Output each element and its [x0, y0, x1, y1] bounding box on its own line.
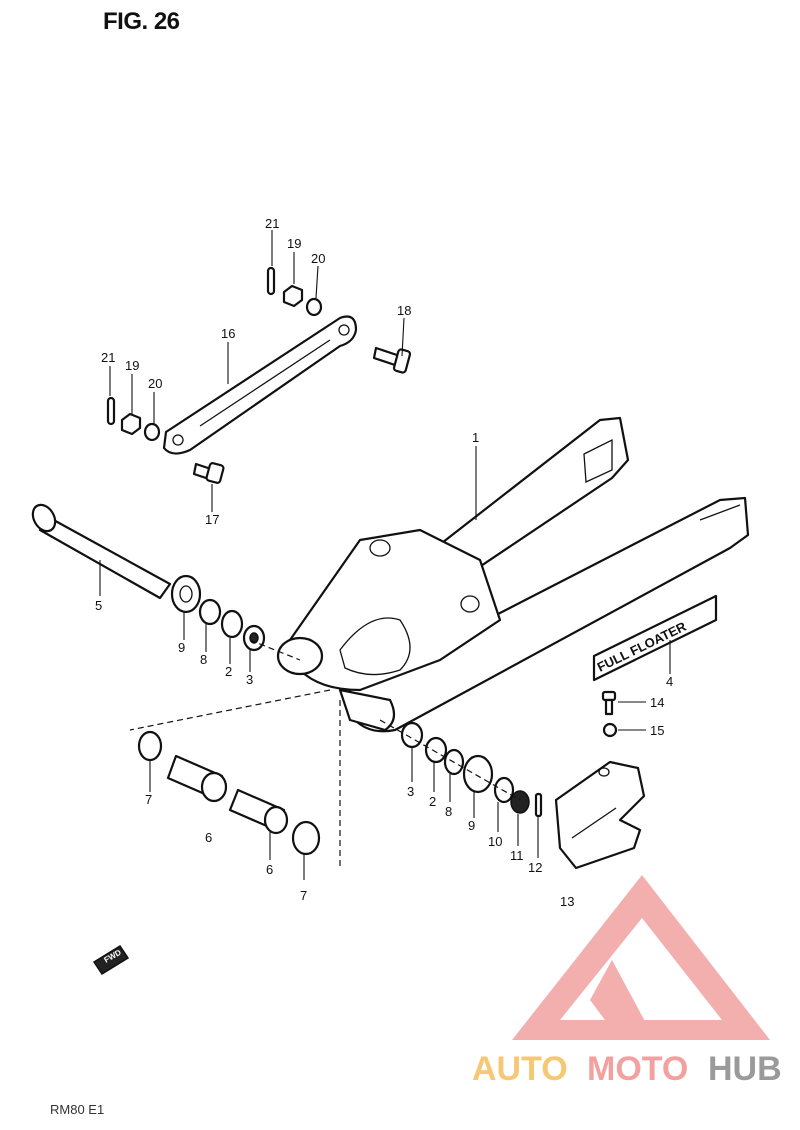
callout-19-upper: 19 [287, 236, 301, 251]
bearing-2-right [424, 736, 448, 764]
callout-11: 11 [510, 848, 524, 863]
bolt-18 [372, 346, 412, 374]
callout-20-upper: 20 [311, 251, 325, 266]
chain-buffer [554, 760, 646, 870]
callout-3-right: 3 [407, 784, 414, 799]
figure-title: FIG. 26 [103, 8, 180, 35]
watermark-hub: HUB [708, 1050, 782, 1088]
callout-3-left: 3 [246, 672, 253, 687]
spacer-6-right [228, 788, 289, 835]
callout-15: 15 [650, 723, 664, 738]
nut-15 [602, 722, 618, 738]
callout-19-lower: 19 [125, 358, 139, 373]
callout-9-left: 9 [178, 640, 185, 655]
bolt-14 [601, 690, 617, 716]
leader-lines [99, 230, 671, 880]
washer-8-left [198, 598, 222, 626]
castle-nut-19-lower [120, 412, 142, 436]
watermark-moto: MOTO [587, 1050, 688, 1088]
torque-link-rod [162, 315, 358, 455]
callout-12: 12 [528, 860, 542, 875]
dust-seal-9-left [170, 574, 202, 614]
callout-16: 16 [221, 326, 235, 341]
callout-4: 4 [666, 674, 673, 689]
watermark-text: AUTO MOTO HUB [472, 1050, 782, 1088]
washer-10 [493, 776, 515, 804]
watermark-logo [512, 875, 770, 1040]
callout-7-left: 7 [145, 792, 152, 807]
watermark-auto: AUTO [472, 1050, 568, 1088]
forward-arrow: FWD [92, 944, 130, 976]
callout-2-right: 2 [429, 794, 436, 809]
callout-17: 17 [205, 512, 219, 527]
washer-20-lower [143, 422, 161, 442]
callout-5: 5 [95, 598, 102, 613]
callout-8-right: 8 [445, 804, 452, 819]
spacer-6-left [166, 754, 228, 803]
cotter-pin-21-lower [106, 396, 116, 426]
pivot-shaft [31, 503, 172, 600]
callout-14: 14 [650, 695, 664, 710]
callout-9-right: 9 [468, 818, 475, 833]
bearing-2-left [220, 609, 244, 639]
callout-10: 10 [488, 834, 502, 849]
callout-21-upper: 21 [265, 216, 279, 231]
castle-nut-19-upper [282, 284, 304, 308]
callout-1: 1 [472, 430, 479, 445]
callout-7-right: 7 [300, 888, 307, 903]
bolt-17 [192, 462, 225, 484]
nut-11 [510, 790, 530, 814]
washer-7-right [291, 820, 321, 856]
bearing-3-right [400, 721, 424, 749]
callout-labels: 21 19 20 18 16 21 19 20 17 1 5 9 8 2 3 4… [95, 216, 673, 909]
swingarm [276, 416, 750, 733]
callout-2-left: 2 [225, 664, 232, 679]
dust-seal-9-right [462, 754, 494, 794]
cotter-pin-21-upper [266, 266, 276, 296]
washer-20-upper [305, 297, 323, 317]
callout-20-lower: 20 [148, 376, 162, 391]
callout-6-right: 6 [266, 862, 273, 877]
cotter-pin-12 [534, 792, 543, 818]
callout-21-lower: 21 [101, 350, 115, 365]
figure-footer-code: RM80 E1 [50, 1102, 105, 1117]
callout-8-left: 8 [200, 652, 207, 667]
decal-text: FULL FLOATER [595, 618, 689, 674]
washer-7-left [137, 730, 163, 762]
bearing-3-left [242, 624, 266, 652]
callout-13: 13 [560, 894, 574, 909]
callout-18: 18 [397, 303, 411, 318]
callout-6-left: 6 [205, 830, 212, 845]
